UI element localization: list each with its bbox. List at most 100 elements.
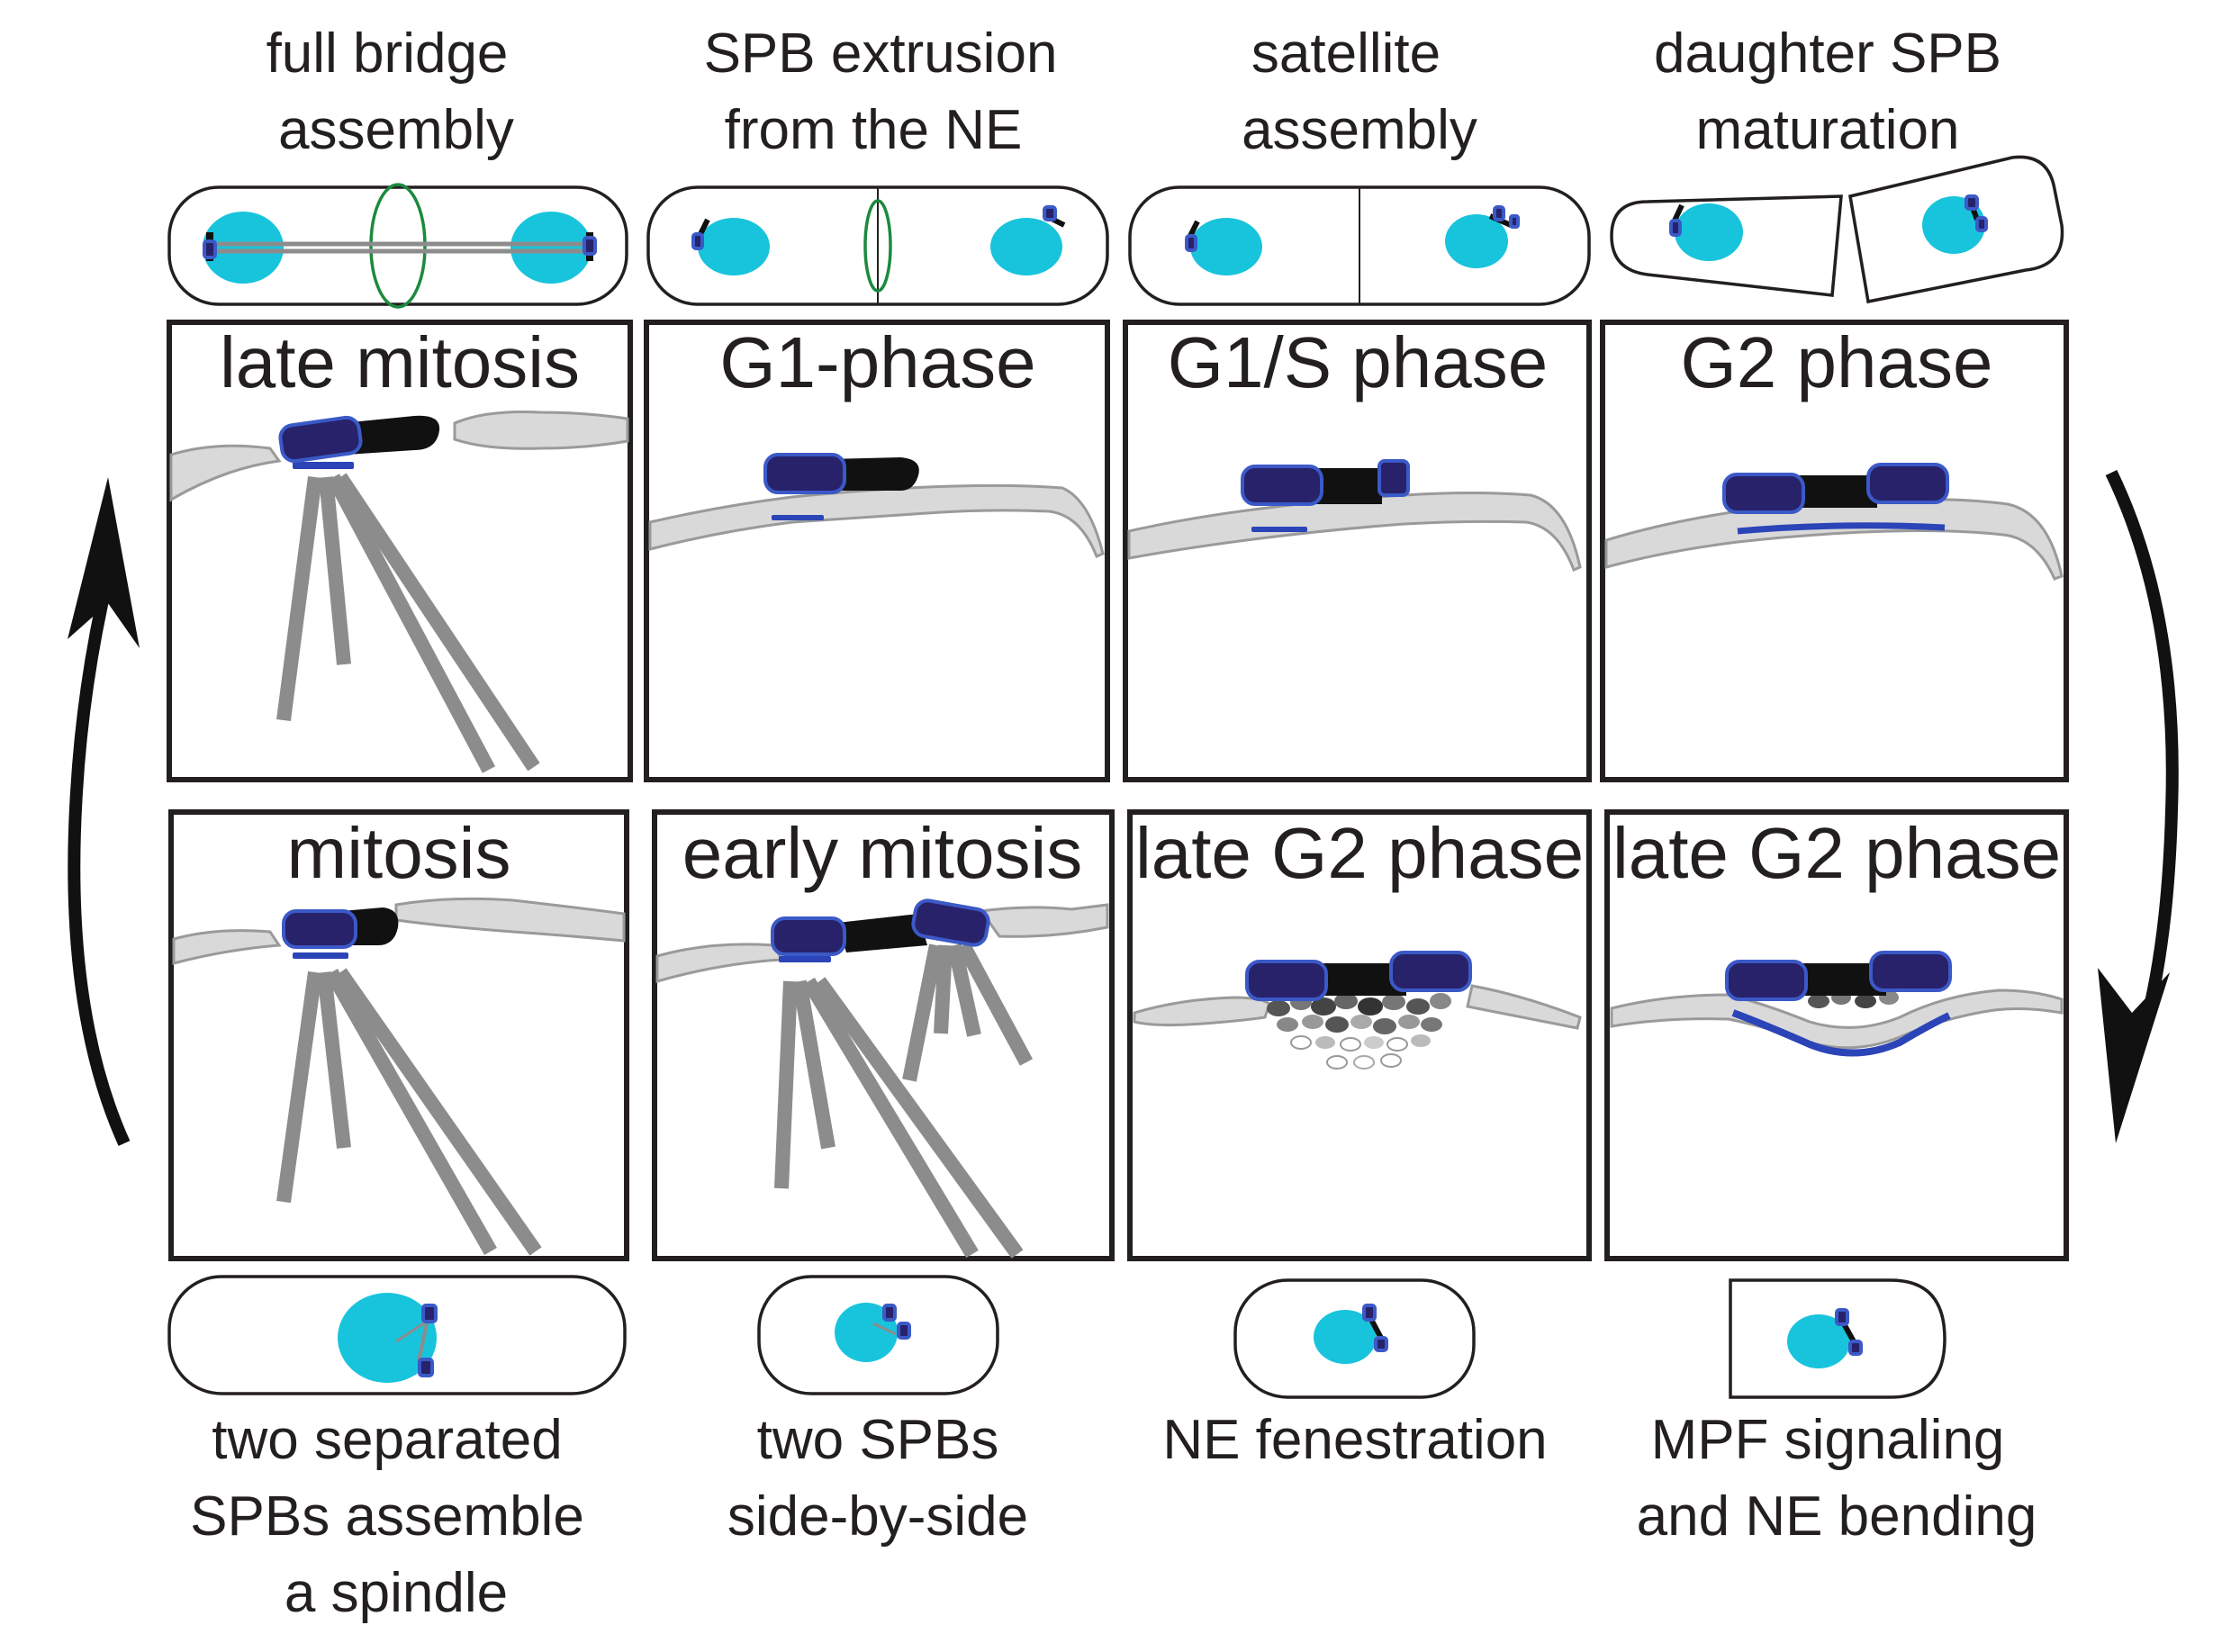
fenestration-vesicles [1267, 993, 1451, 1070]
microtubule [326, 474, 496, 773]
spb-mother [771, 916, 846, 956]
spb-daughter [911, 898, 990, 947]
nucleus [203, 212, 284, 284]
half-bridge [828, 457, 919, 491]
inner-plaque [772, 515, 824, 520]
panel-early-mitosis: early mitosis [652, 809, 1115, 1261]
spb-mother [1245, 960, 1328, 1001]
microtubule [792, 979, 835, 1150]
panel-title-late-mitosis: late mitosis [220, 322, 580, 402]
top-label-col4-line2: maturation [1696, 99, 1960, 161]
spb-mother [1722, 473, 1805, 514]
microtubule [802, 977, 979, 1259]
spb-mother [278, 415, 363, 464]
microtubule [774, 980, 798, 1189]
nucleus [835, 1303, 898, 1362]
nucleus [990, 218, 1062, 275]
panel-g1s-phase: G1/S phase [1123, 320, 1592, 782]
panel-title-early-mitosis: early mitosis [682, 813, 1083, 893]
bottom-label-col4-line2: and NE bending [1637, 1485, 2037, 1548]
inner-plaque [1737, 522, 1946, 535]
panel-g1-phase: G1-phase [644, 320, 1110, 782]
half-bridge [837, 914, 927, 952]
bottom-label-col4-line1: MPF signaling [1651, 1409, 2005, 1471]
top-label-col1-line2: assembly [278, 99, 514, 161]
microtubule [902, 943, 944, 1082]
panel-late-mitosis: late mitosis [167, 320, 633, 782]
bottom-label-col3-line1: NE fenestration [1162, 1409, 1547, 1471]
spb-daughter [1869, 951, 1952, 992]
nucleus [1787, 1314, 1850, 1368]
cell-g1s-phase [1128, 185, 1591, 306]
top-label-col3-line1: satellite [1251, 23, 1441, 85]
spb-mother [282, 909, 357, 949]
cell-g2-phase [1610, 155, 2064, 304]
microtubule [934, 944, 953, 1034]
spb-mother [1725, 960, 1808, 1001]
microtubule [325, 969, 497, 1255]
top-label-col2-line1: SPB extrusion [704, 23, 1058, 85]
nuclear-envelope [169, 444, 282, 502]
half-bridge [342, 415, 440, 455]
microtubule [947, 943, 981, 1037]
panel-title-mitosis: mitosis [287, 813, 511, 893]
actomyosin-ring [863, 199, 892, 293]
bottom-label-col2-line2: side-by-side [727, 1485, 1028, 1548]
cell-bottom-mitosis [167, 1275, 627, 1395]
inner-plaque [1731, 1009, 1951, 1057]
nuclear-envelope [1466, 984, 1582, 1030]
panel-title-g1-phase: G1-phase [719, 322, 1035, 402]
panel-late-g2-fenestration: late G2 phase [1127, 809, 1592, 1261]
nucleus [698, 218, 770, 275]
microtubule [276, 970, 322, 1204]
microtubule [334, 968, 542, 1256]
panel-mitosis: mitosis [168, 809, 629, 1261]
panel-title-g2-phase: G2 phase [1681, 322, 1993, 402]
nucleus [1314, 1310, 1377, 1364]
cycle-arrow-left [68, 477, 140, 1146]
spb-satellite [1377, 459, 1410, 497]
bottom-label-col2-line1: two SPBs [757, 1409, 999, 1471]
nuclear-envelope [979, 903, 1109, 938]
panel-g2-phase: G2 phase [1600, 320, 2069, 782]
panel-title-g1s-phase: G1/S phase [1168, 322, 1549, 402]
top-label-col4-line1: daughter SPB [1654, 23, 2001, 85]
inner-plaque [293, 952, 348, 959]
microtubule [317, 971, 351, 1149]
cell-bottom-late-g2-2 [1729, 1278, 1946, 1399]
top-label-col2-line2: from the NE [725, 99, 1023, 161]
cell-bottom-early-mitosis [757, 1275, 999, 1395]
cell-g1-phase [646, 185, 1109, 306]
nuclear-envelope [1133, 996, 1271, 1027]
panel-late-g2-bending: late G2 phase [1604, 809, 2069, 1261]
top-label-col3-line2: assembly [1242, 99, 1477, 161]
spb-mother [763, 453, 846, 494]
panel-title-late-g2-phase-1: late G2 phase [1135, 813, 1584, 893]
spb-daughter [1866, 463, 1949, 504]
bottom-label-col1-line3: a spindle [285, 1562, 508, 1624]
nucleus [1675, 203, 1743, 261]
bottom-label-col1-line1: two separated [212, 1409, 562, 1471]
nucleus [1445, 214, 1508, 268]
inner-plaque [779, 956, 831, 962]
top-label-col1-line1: full bridge [266, 23, 509, 85]
microtubule [276, 475, 322, 722]
microtubule [956, 942, 1034, 1066]
nucleus [1190, 218, 1262, 275]
bottom-label-col1-line2: SPBs assemble [190, 1485, 584, 1548]
microtubule [319, 476, 351, 665]
spb-mother [1241, 465, 1323, 506]
nuclear-envelope [453, 411, 629, 450]
nuclear-envelope [172, 929, 282, 965]
inner-plaque [1251, 527, 1307, 532]
cell-late-mitosis [167, 183, 628, 309]
microtubule [813, 977, 1024, 1259]
microtubule [334, 473, 540, 772]
inner-plaque [293, 462, 354, 469]
nuclear-envelope [394, 897, 626, 943]
cell-bottom-late-g2-1 [1233, 1278, 1476, 1399]
panel-title-late-g2-phase-2: late G2 phase [1612, 813, 2061, 893]
nucleus [510, 212, 592, 284]
spb-daughter [1389, 951, 1472, 992]
